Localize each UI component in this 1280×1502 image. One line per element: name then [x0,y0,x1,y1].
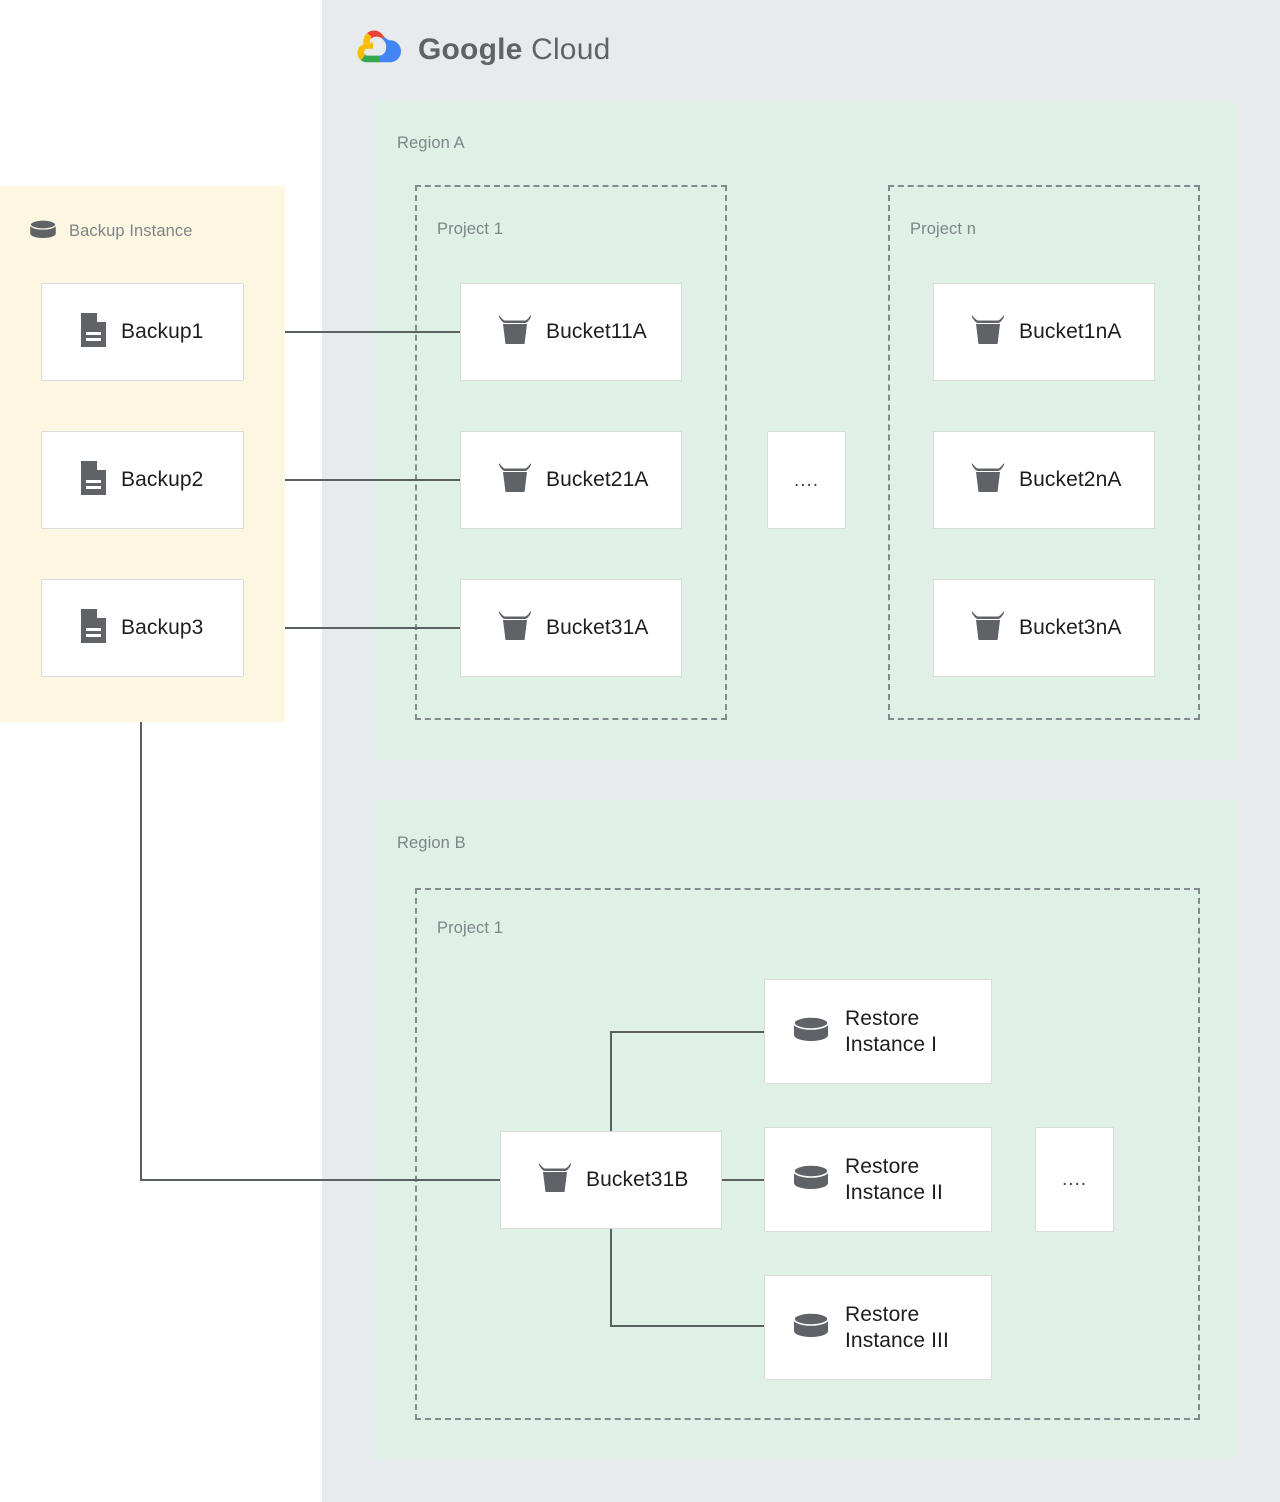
storage-bucket-icon [497,314,533,351]
ellipsis-label: .... [793,469,820,491]
card-bucket31a[interactable]: Bucket31A [460,579,682,677]
storage-bucket-icon [497,462,533,499]
document-icon [78,460,108,501]
card-label: Bucket31B [586,1168,689,1192]
connector-bucket31b-to-restore1-horizontal [610,1031,764,1033]
connector-bucket31b-to-restore3-vertical [610,1229,612,1327]
card-label: Backup1 [121,320,204,344]
card-label: Bucket3nA [1019,616,1122,640]
database-cylinder-icon [791,1310,831,1345]
connector-backup3-to-bucket31b-vertical [140,677,142,1180]
connector-bucket31b-to-restore3-horizontal [610,1325,764,1327]
card-backup3[interactable]: Backup3 [41,579,244,677]
card-backup2[interactable]: Backup2 [41,431,244,529]
google-cloud-brand: Google Cloud [356,28,610,71]
card-label: Bucket1nA [1019,320,1122,344]
card-backup1[interactable]: Backup1 [41,283,244,381]
connector-bucket31b-to-restore1-vertical [610,1031,612,1131]
card-restore-instance-1[interactable]: Restore Instance I [764,979,992,1084]
document-icon [78,312,108,353]
ellipsis-box-region-a: .... [767,431,846,529]
card-label: Backup2 [121,468,204,492]
storage-bucket-icon [970,314,1006,351]
connector-backup3-to-bucket31a [244,627,460,629]
ellipsis-box-region-b: .... [1035,1127,1114,1232]
card-bucket21a[interactable]: Bucket21A [460,431,682,529]
region-a-label: Region A [397,134,465,152]
ellipsis-label: .... [1061,1169,1088,1190]
card-label: Restore Instance II [845,1154,943,1204]
card-bucket11a[interactable]: Bucket11A [460,283,682,381]
storage-bucket-icon [537,1162,573,1199]
project-1-region-b-container [415,888,1200,1420]
card-label: Restore Instance III [845,1302,949,1352]
project-n-region-a-label: Project n [910,220,977,238]
card-label: Bucket31A [546,616,649,640]
document-icon [78,608,108,649]
card-label: Bucket11A [546,320,647,344]
card-bucket3na[interactable]: Bucket3nA [933,579,1155,677]
google-cloud-wordmark: Google Cloud [418,33,610,67]
card-label: Backup3 [121,616,204,640]
backup-instance-title: Backup Instance [69,221,193,240]
connector-backup2-to-bucket21a [244,479,460,481]
connector-backup3-to-bucket31b-horizontal [140,1179,500,1181]
backup-instance-header: Backup Instance [28,218,193,244]
storage-bucket-icon [970,610,1006,647]
storage-bucket-icon [497,610,533,647]
project-1-region-b-label: Project 1 [437,919,504,937]
google-cloud-logo-icon [356,28,402,71]
card-label: Restore Instance I [845,1006,938,1056]
storage-bucket-icon [970,462,1006,499]
project-n-region-a-container [888,185,1200,720]
brand-name-secondary: Cloud [531,32,611,66]
card-label: Bucket2nA [1019,468,1122,492]
card-restore-instance-3[interactable]: Restore Instance III [764,1275,992,1380]
card-bucket1na[interactable]: Bucket1nA [933,283,1155,381]
card-bucket2na[interactable]: Bucket2nA [933,431,1155,529]
region-b-label: Region B [397,834,466,852]
card-bucket31b[interactable]: Bucket31B [500,1131,722,1229]
project-1-region-a-label: Project 1 [437,220,504,238]
brand-name-primary: Google [418,32,523,66]
card-label: Bucket21A [546,468,649,492]
connector-bucket31b-to-restore2 [722,1179,764,1181]
connector-backup1-to-bucket11a [244,331,460,333]
database-cylinder-icon [791,1014,831,1049]
database-cylinder-icon [28,217,58,246]
database-cylinder-icon [791,1162,831,1197]
card-restore-instance-2[interactable]: Restore Instance II [764,1127,992,1232]
project-1-region-a-container [415,185,727,720]
